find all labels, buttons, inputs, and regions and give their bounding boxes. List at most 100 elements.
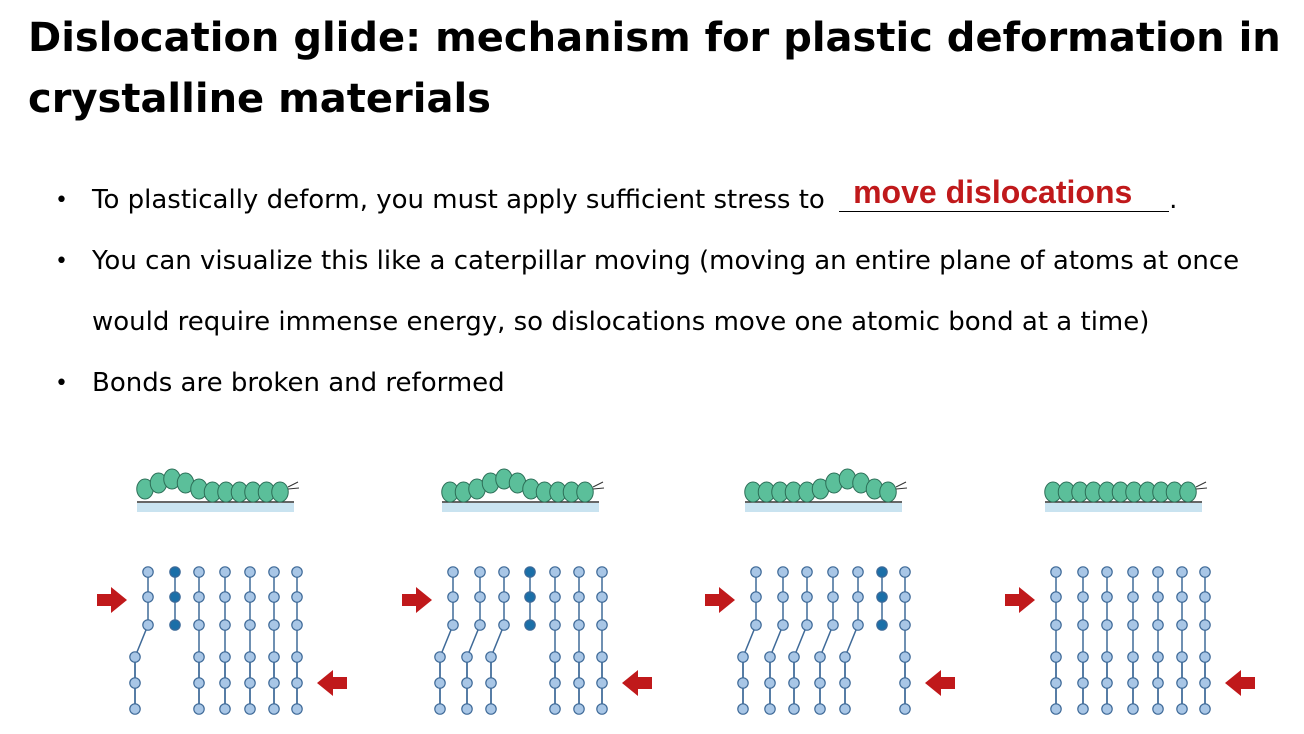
- slide-title: Dislocation glide: mechanism for plastic…: [28, 15, 1281, 122]
- atom: [291, 619, 303, 631]
- atom: [1199, 566, 1211, 578]
- atom: [498, 591, 510, 603]
- atom: [434, 703, 446, 715]
- atom: [1152, 651, 1164, 663]
- dislocation-panel-2: [400, 455, 660, 725]
- atom: [244, 703, 256, 715]
- bullet-item: • To plastically deform, you must apply …: [55, 170, 1295, 231]
- bullet-item: • You can visualize this like a caterpil…: [55, 231, 1295, 353]
- caterpillar-antenna: [1195, 487, 1208, 490]
- atom: [434, 677, 446, 689]
- shear-arrow-right: [705, 587, 735, 613]
- atom: [1127, 591, 1139, 603]
- caterpillar-antenna: [287, 481, 299, 488]
- caterpillar-lattice-figure: [705, 468, 955, 715]
- atom: [737, 677, 749, 689]
- atom: [524, 591, 536, 603]
- atom: [827, 619, 839, 631]
- atom: [1152, 619, 1164, 631]
- atom: [839, 703, 851, 715]
- caterpillar-antenna: [1195, 481, 1207, 488]
- atom: [1127, 619, 1139, 631]
- atom: [1050, 703, 1062, 715]
- atom: [1101, 703, 1113, 715]
- atom: [169, 566, 181, 578]
- atom: [1077, 566, 1089, 578]
- atom: [839, 651, 851, 663]
- caterpillar-segment: [1179, 481, 1197, 503]
- atom: [801, 591, 813, 603]
- caterpillar-lattice-figure: [402, 468, 652, 715]
- shear-arrow-right: [402, 587, 432, 613]
- caterpillar-antenna: [592, 481, 604, 488]
- caterpillar: [136, 468, 300, 503]
- atom: [573, 677, 585, 689]
- atom: [474, 591, 486, 603]
- atom: [788, 703, 800, 715]
- atom: [876, 619, 888, 631]
- atom: [899, 566, 911, 578]
- atom: [219, 703, 231, 715]
- caterpillar-antenna: [895, 487, 908, 490]
- atom: [596, 591, 608, 603]
- bullet-dot: •: [55, 371, 68, 396]
- atom: [434, 651, 446, 663]
- ground-strip: [442, 503, 599, 512]
- atom: [549, 566, 561, 578]
- atom: [899, 591, 911, 603]
- atom: [1199, 677, 1211, 689]
- atom: [596, 619, 608, 631]
- atom: [596, 651, 608, 663]
- atom: [1152, 677, 1164, 689]
- atom: [1152, 566, 1164, 578]
- atom: [1101, 566, 1113, 578]
- atom: [788, 677, 800, 689]
- atom: [788, 651, 800, 663]
- atom: [244, 651, 256, 663]
- ground-strip: [137, 503, 294, 512]
- atom: [1077, 703, 1089, 715]
- atom: [498, 619, 510, 631]
- atom: [244, 677, 256, 689]
- atom: [1199, 591, 1211, 603]
- atom: [1050, 591, 1062, 603]
- atom: [129, 651, 141, 663]
- atom: [461, 677, 473, 689]
- shear-arrow-left: [317, 670, 347, 696]
- atomic-lattice: [737, 566, 911, 715]
- atom: [1101, 677, 1113, 689]
- atom: [777, 566, 789, 578]
- atom: [1176, 566, 1188, 578]
- caterpillar-segment: [271, 481, 289, 503]
- bullet-text: Bonds are broken and reformed: [92, 368, 505, 398]
- atom: [764, 651, 776, 663]
- atom: [814, 677, 826, 689]
- atom: [899, 703, 911, 715]
- blank-answer: move dislocations: [853, 174, 1133, 210]
- atom: [244, 591, 256, 603]
- atom: [1199, 703, 1211, 715]
- caterpillar-antenna: [895, 481, 907, 488]
- caterpillar-segment: [576, 481, 594, 503]
- atom: [737, 651, 749, 663]
- atom: [750, 591, 762, 603]
- atom: [524, 566, 536, 578]
- dislocation-panel-3: [703, 455, 963, 725]
- atom: [291, 703, 303, 715]
- atom: [291, 677, 303, 689]
- atom: [268, 566, 280, 578]
- atom: [1050, 619, 1062, 631]
- atom: [129, 677, 141, 689]
- bullet-suffix: .: [1169, 185, 1178, 215]
- atom: [750, 619, 762, 631]
- atom: [737, 703, 749, 715]
- atom: [498, 566, 510, 578]
- dislocation-panel-4: [1003, 455, 1263, 725]
- atom: [777, 619, 789, 631]
- atom: [244, 566, 256, 578]
- atomic-lattice: [129, 566, 303, 715]
- atom: [193, 566, 205, 578]
- atom: [573, 619, 585, 631]
- atom: [142, 591, 154, 603]
- atom: [219, 566, 231, 578]
